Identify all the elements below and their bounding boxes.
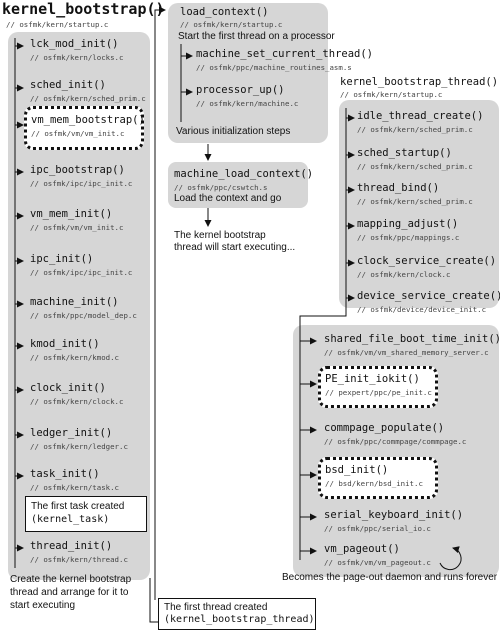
first-thread-note <box>158 598 316 630</box>
path-device-service-create: // osfmk/device/device_init.c <box>357 305 487 314</box>
first-thread-note-line1: The first thread created <box>164 602 268 613</box>
vm-mem-bootstrap-highlight <box>24 106 144 150</box>
path-commpage-populate: // osfmk/ppc/commpage/commpage.c <box>324 437 467 446</box>
fn-kmod-init: kmod_init() <box>30 338 100 350</box>
first-task-note-line2: (kernel_task) <box>31 514 110 525</box>
path-machine-load-context: // osfmk/ppc/cswtch.s <box>174 183 268 192</box>
path-vm-mem-bootstrap: // osfmk/vm/vm_init.c <box>31 129 125 138</box>
fn-vm-pageout: vm_pageout() <box>324 543 400 555</box>
path-clock-init: // osfmk/kern/clock.c <box>30 397 124 406</box>
fn-sched-init: sched_init() <box>30 79 106 91</box>
path-thread-init: // osfmk/kern/thread.c <box>30 555 128 564</box>
path-ipc-init: // osfmk/ipc/ipc_init.c <box>30 268 133 277</box>
fn-load-context: load_context() <box>180 6 269 18</box>
start-first-thread-text: Start the first thread on a processor <box>178 31 335 42</box>
fn-ipc-bootstrap: ipc_bootstrap() <box>30 164 125 176</box>
fn-thread-init: thread_init() <box>30 540 113 552</box>
col1-bottom-line3: start executing <box>10 600 76 611</box>
path-processor-up: // osfmk/kern/machine.c <box>196 99 299 108</box>
fn-shared-file-boot-time-init: shared_file_boot_time_init() <box>324 333 500 345</box>
path-serial-keyboard-init: // osfmk/ppc/serial_io.c <box>324 524 431 533</box>
first-thread-note-line2: (kernel_bootstrap_thread) <box>164 614 315 625</box>
fn-kernel-bootstrap-thread: kernel_bootstrap_thread() <box>340 76 499 88</box>
fn-thread-bind: thread_bind() <box>357 182 440 194</box>
first-task-note <box>25 496 147 532</box>
executing-line2: thread will start executing... <box>174 242 296 253</box>
path-task-init: // osfmk/kern/task.c <box>30 483 119 492</box>
path-sched-init: // osfmk/kern/sched_prim.c <box>30 94 146 103</box>
path-mapping-adjust: // osfmk/ppc/mappings.c <box>357 233 460 242</box>
fn-commpage-populate: commpage_populate() <box>324 422 445 434</box>
first-task-note-line1: The first task created <box>31 501 125 512</box>
fn-sched-startup: sched_startup() <box>357 147 452 159</box>
fn-serial-keyboard-init: serial_keyboard_init() <box>324 509 464 521</box>
fn-task-init: task_init() <box>30 468 100 480</box>
path-vm-pageout: // osfmk/vm/vm_pageout.c <box>324 558 431 567</box>
path-machine-set-current-thread: // osfmk/ppc/machine_routines_asm.s <box>196 63 352 72</box>
path-clock-service-create: // osfmk/kern/clock.c <box>357 270 451 279</box>
fn-clock-service-create: clock_service_create() <box>357 255 497 267</box>
page-title: kernel_bootstrap() <box>2 0 165 18</box>
fn-ledger-init: ledger_init() <box>30 427 113 439</box>
load-context-text: Load the context and go <box>174 193 282 204</box>
path-kmod-init: // osfmk/kern/kmod.c <box>30 353 119 362</box>
various-steps-text: Various initialization steps <box>176 126 291 137</box>
col1-bottom-line1: Create the kernel bootstrap <box>10 574 132 585</box>
fn-ipc-init: ipc_init() <box>30 253 94 265</box>
path-bsd-init: // bsd/kern/bsd_init.c <box>325 479 423 488</box>
fn-idle-thread-create: idle_thread_create() <box>357 110 484 122</box>
pageout-daemon-text: Becomes the page-out daemon and runs for… <box>282 572 498 583</box>
fn-bsd-init: bsd_init() <box>325 464 389 476</box>
path-thread-bind: // osfmk/kern/sched_prim.c <box>357 197 473 206</box>
fn-lck-mod-init: lck_mod_init() <box>30 38 119 50</box>
path-ledger-init: // osfmk/kern/ledger.c <box>30 442 128 451</box>
path-lck-mod-init: // osfmk/kern/locks.c <box>30 53 124 62</box>
path-kernel-bootstrap-thread: // osfmk/kern/startup.c <box>340 90 443 99</box>
fn-vm-mem-bootstrap: vm_mem_bootstrap() <box>31 114 145 126</box>
executing-line1: The kernel bootstrap <box>174 230 266 241</box>
load-context-gray-region <box>168 3 328 143</box>
path-shared-file-boot-time-init: // osfmk/vm/vm_shared_memory_server.c <box>324 348 489 357</box>
title-path: // osfmk/kern/startup.c <box>6 20 109 29</box>
fn-machine-init: machine_init() <box>30 296 119 308</box>
pe-init-iokit-highlight <box>318 366 438 408</box>
col1-gray-region <box>8 32 150 580</box>
path-vm-mem-init: // osfmk/vm/vm_init.c <box>30 223 124 232</box>
col3-gray-region <box>339 100 499 308</box>
fn-processor-up: processor_up() <box>196 84 285 96</box>
path-pe-init-iokit: // pexpert/ppc/pe_init.c <box>325 388 432 397</box>
fn-machine-load-context: machine_load_context() <box>174 168 314 180</box>
fn-vm-mem-init: vm_mem_init() <box>30 208 113 220</box>
col1-bottom-line2: thread and arrange for it to <box>10 587 129 598</box>
path-sched-startup: // osfmk/kern/sched_prim.c <box>357 162 473 171</box>
path-idle-thread-create: // osfmk/kern/sched_prim.c <box>357 125 473 134</box>
fn-machine-set-current-thread: machine_set_current_thread() <box>196 48 374 60</box>
bsd-init-highlight <box>318 457 438 499</box>
fn-clock-init: clock_init() <box>30 382 106 394</box>
fn-pe-init-iokit: PE_init_iokit() <box>325 373 420 385</box>
fn-device-service-create: device_service_create() <box>357 290 500 302</box>
path-load-context: // osfmk/kern/startup.c <box>180 20 283 29</box>
path-ipc-bootstrap: // osfmk/ipc/ipc_init.c <box>30 179 133 188</box>
fn-mapping-adjust: mapping_adjust() <box>357 218 459 230</box>
machine-load-context-gray-region <box>168 162 308 208</box>
path-machine-init: // osfmk/ppc/model_dep.c <box>30 311 137 320</box>
